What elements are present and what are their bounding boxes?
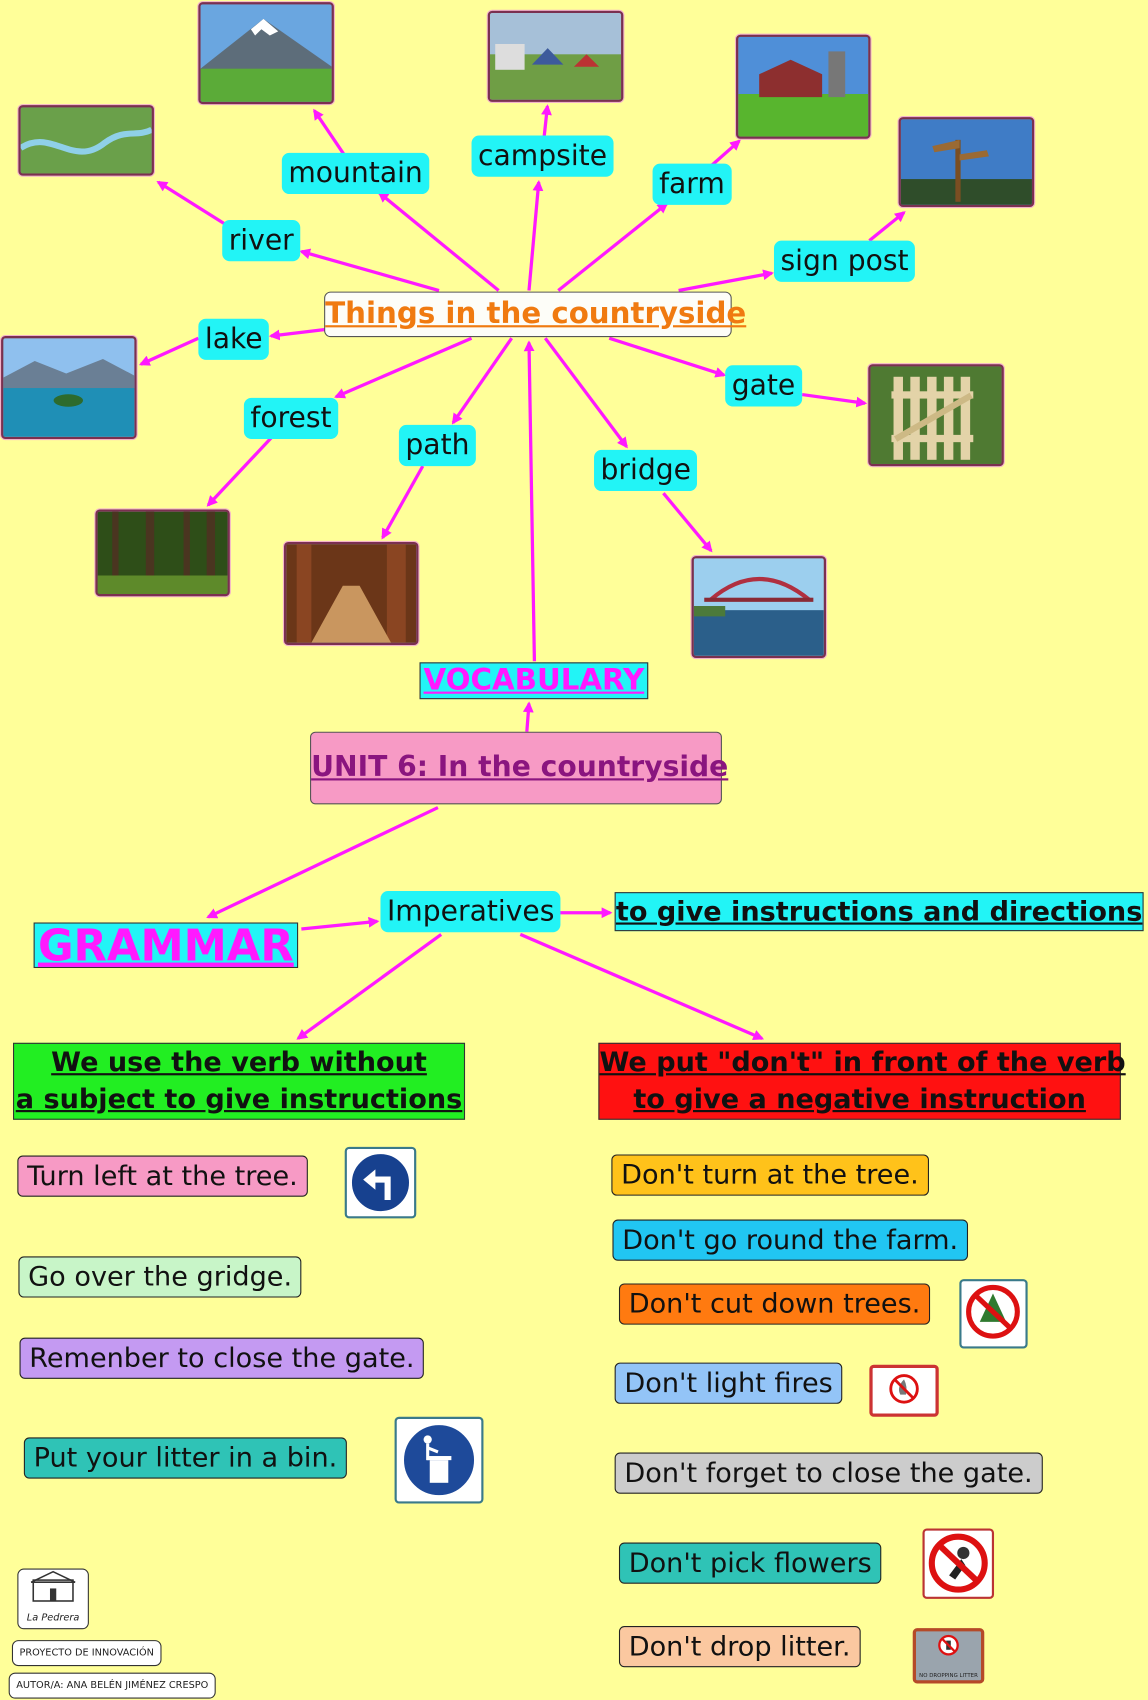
- keyword-sign-post: sign post: [774, 241, 915, 282]
- grammar-label: GRAMMAR: [38, 921, 294, 971]
- turn-left-sign-icon: [345, 1147, 417, 1219]
- negative-example-4: Don't light fires: [615, 1363, 843, 1404]
- school-logo-text: La Pedrera: [18, 1613, 87, 1624]
- campsite-photo: [488, 11, 624, 102]
- center-title-box: Things in the countryside: [324, 292, 732, 338]
- negative-rule-line-1: We put "don't" in front of the verb: [599, 1044, 1119, 1080]
- center-title: Things in the countryside: [325, 297, 746, 331]
- negative-example-6: Don't pick flowers: [619, 1543, 882, 1584]
- no-fires-sign-icon: [869, 1365, 938, 1417]
- arrow-forest-pic: [208, 436, 273, 505]
- arrow-mountain: [379, 193, 498, 291]
- keyword-river: river: [222, 220, 300, 261]
- arrow-forest: [336, 338, 472, 397]
- arrow-bridge-pic: [663, 493, 711, 550]
- arrow-unit-up: [527, 704, 529, 732]
- litter-bin-sign-icon: [395, 1417, 484, 1504]
- arrow-to-positive-rule: [298, 934, 441, 1038]
- negative-example-3: Don't cut down trees.: [619, 1283, 930, 1324]
- path-photo: [284, 542, 418, 645]
- no-dropping-litter-sign-icon: NO DROPPING LITTER: [913, 1628, 985, 1683]
- arrow-lake: [271, 330, 325, 337]
- arrow-to-negative-rule: [520, 934, 762, 1038]
- sign-post-photo: [899, 117, 1035, 207]
- river-photo: [18, 105, 154, 175]
- negative-example-2: Don't go round the farm.: [612, 1220, 967, 1261]
- arrow-path: [453, 338, 512, 423]
- no-cutting-trees-sign-icon: [959, 1279, 1027, 1348]
- no-picking-flowers-sign-icon: [922, 1528, 994, 1598]
- grammar-box: GRAMMAR: [34, 922, 298, 968]
- vocabulary-label: VOCABULARY: [424, 663, 645, 697]
- positive-example-3: Remenber to close the gate.: [20, 1338, 425, 1379]
- keyword-farm: farm: [653, 164, 732, 205]
- arrow-river: [301, 251, 439, 290]
- arrow-gate: [609, 338, 724, 375]
- purpose-text: to give instructions and directions: [616, 895, 1142, 926]
- arrow-campsite-pic: [544, 106, 547, 136]
- arrow-river-pic: [158, 182, 225, 224]
- arrow-campsite: [529, 182, 539, 290]
- negative-example-7: Don't drop litter.: [619, 1626, 860, 1667]
- negative-rule-line-2: to give a negative instruction: [599, 1080, 1119, 1118]
- arrow-bridge: [545, 338, 626, 446]
- arrow-vocabulary-up: [529, 343, 534, 662]
- positive-example-4: Put your litter in a bin.: [24, 1437, 347, 1478]
- unit-title-box: UNIT 6: In the countryside: [310, 732, 722, 805]
- arrow-farm: [558, 204, 666, 291]
- keyword-forest: forest: [244, 398, 338, 439]
- lake-photo: [1, 336, 137, 439]
- positive-example-2: Go over the gridge.: [18, 1256, 301, 1297]
- arrow-sign-post: [679, 273, 772, 290]
- keyword-campsite: campsite: [472, 136, 614, 177]
- keyword-bridge: bridge: [594, 450, 697, 491]
- project-label: PROYECTO DE INNOVACIÓN: [12, 1640, 162, 1666]
- keyword-mountain: mountain: [282, 153, 429, 194]
- arrow-gate-pic: [802, 395, 865, 404]
- arrow-path-pic: [383, 466, 423, 538]
- positive-rule-line-2: a subject to give instructions: [14, 1080, 464, 1118]
- forest-photo: [95, 509, 229, 596]
- no-dropping-litter-sign-text: NO DROPPING LITTER: [916, 1673, 981, 1680]
- negative-example-1: Don't turn at the tree.: [611, 1154, 928, 1195]
- positive-example-1: Turn left at the tree.: [17, 1156, 307, 1197]
- arrow-mountain-pic: [314, 111, 343, 154]
- school-logo: La Pedrera: [17, 1569, 89, 1630]
- farm-photo: [736, 35, 870, 139]
- unit-title: UNIT 6: In the countryside: [311, 751, 728, 784]
- mountain-photo: [198, 2, 334, 104]
- arrow-sign-post-pic: [869, 212, 904, 240]
- arrow-lake-pic: [141, 338, 198, 364]
- arrow-farm-pic: [711, 141, 739, 166]
- negative-example-5: Don't forget to close the gate.: [615, 1453, 1043, 1494]
- vocabulary-box: VOCABULARY: [420, 662, 649, 699]
- positive-rule-box: We use the verb without a subject to giv…: [13, 1043, 465, 1120]
- imperatives-label: Imperatives: [380, 891, 560, 932]
- keyword-gate: gate: [725, 365, 802, 406]
- bridge-photo: [692, 556, 826, 658]
- negative-rule-box: We put "don't" in front of the verb to g…: [598, 1043, 1120, 1120]
- gate-photo: [868, 364, 1004, 466]
- positive-rule-line-1: We use the verb without: [14, 1044, 464, 1080]
- purpose-box: to give instructions and directions: [615, 892, 1144, 931]
- arrow-grammar-imperatives: [301, 921, 377, 929]
- keyword-path: path: [399, 425, 476, 466]
- keyword-lake: lake: [198, 319, 269, 360]
- author-label: AUTOR/A: ANA BELÉN JIMÉNEZ CRESPO: [9, 1673, 216, 1699]
